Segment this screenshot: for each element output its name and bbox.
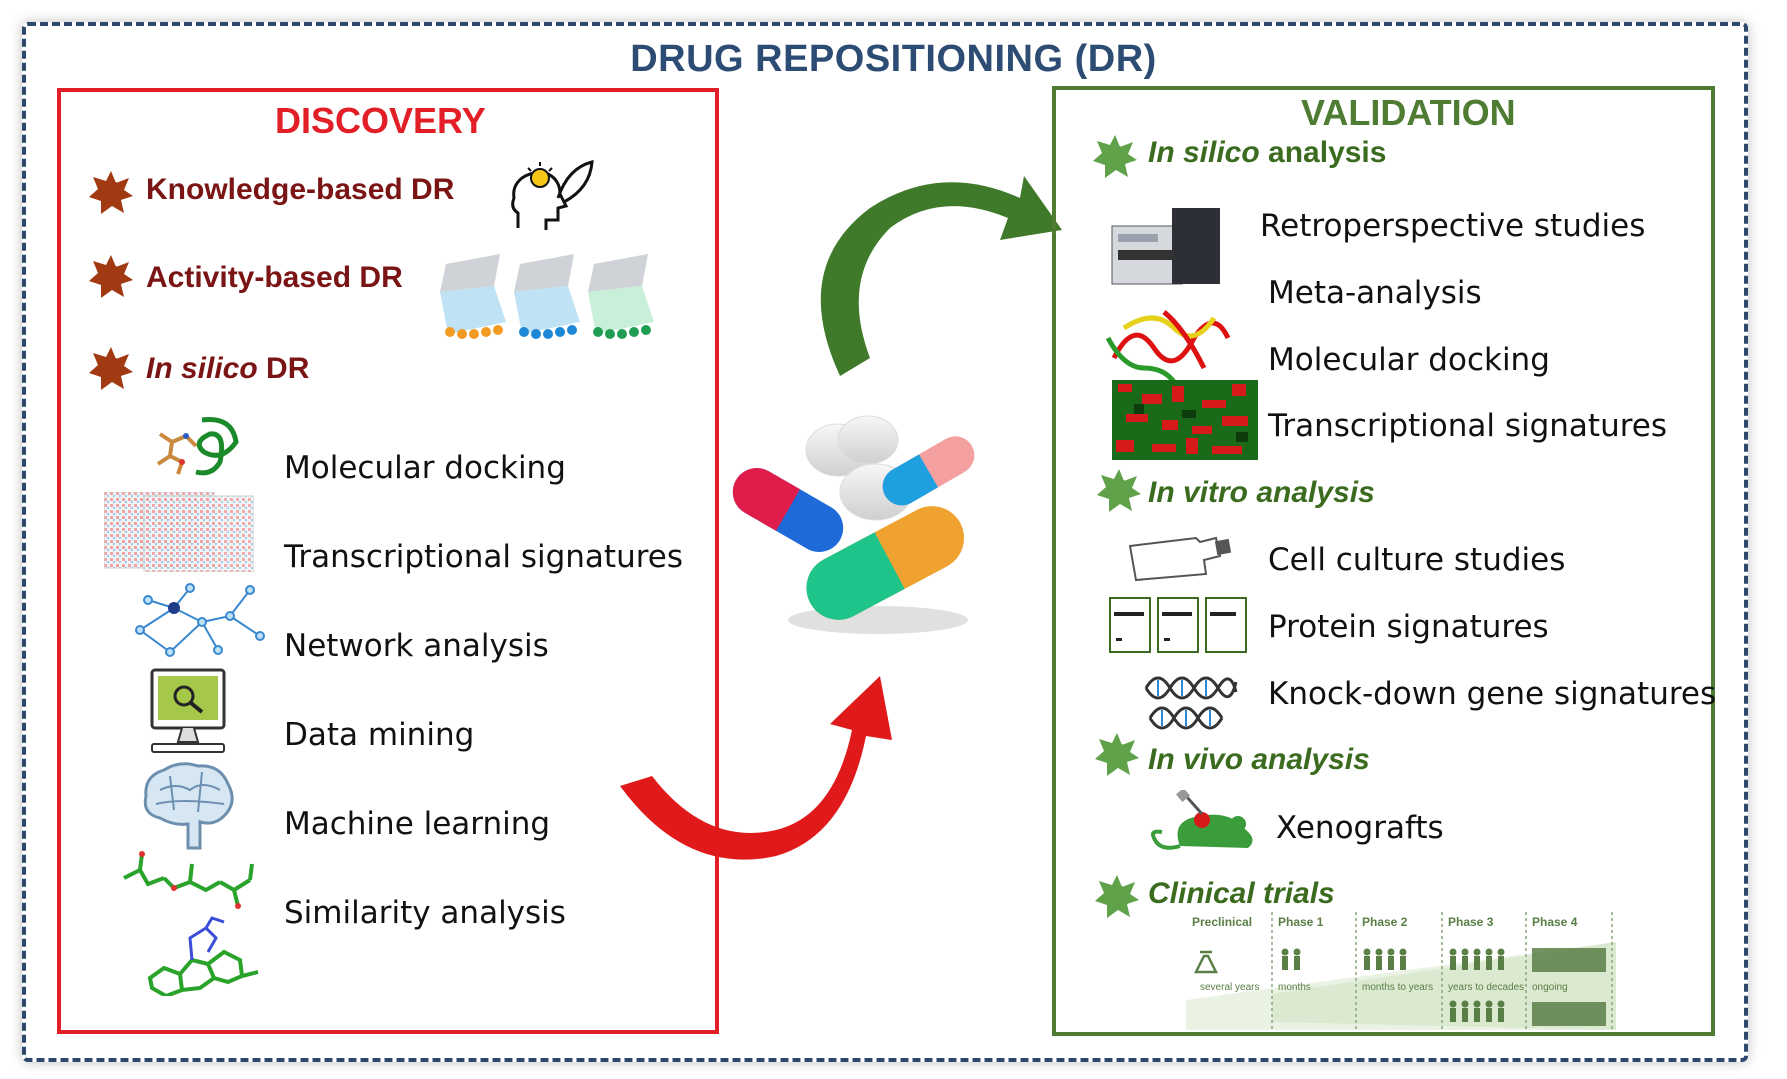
in-silico-dr-heading: In silico DR xyxy=(146,352,310,385)
phase-label: Phase 2 xyxy=(1362,915,1408,929)
knowledge-based-heading: Knowledge-based DR xyxy=(146,173,455,206)
clinical-trials-heading: Clinical trials xyxy=(1148,877,1335,910)
discovery-bullet-star-icon xyxy=(89,171,133,214)
discovery-bullet-star-icon xyxy=(89,347,133,390)
discovery-item-transcriptional-signatures: Transcriptional signatures xyxy=(284,539,684,575)
validation-bullet-star-icon xyxy=(1093,135,1137,178)
discovery-item-network-analysis: Network analysis xyxy=(284,628,549,664)
microplate-screening-icon xyxy=(440,254,654,339)
validation-bullet-star-icon xyxy=(1095,875,1139,918)
validation-item-cell-culture-studies: Cell culture studies xyxy=(1268,542,1566,578)
validation-item-molecular-docking: Molecular docking xyxy=(1268,342,1550,378)
validation-item-protein-signatures: Protein signatures xyxy=(1268,609,1549,645)
phase-label: Phase 1 xyxy=(1278,915,1324,929)
in-vivo-analysis-heading: In vivo analysis xyxy=(1148,743,1370,776)
western-blot-icon xyxy=(1109,597,1247,653)
discovery-bullet-star-icon xyxy=(89,255,133,298)
pills-capsules-icon xyxy=(732,415,975,634)
transcriptional-heatmap-icon xyxy=(104,492,254,572)
validation-item-knock-down-gene-signatures: Knock-down gene signatures xyxy=(1268,676,1717,712)
phase-label: Phase 3 xyxy=(1448,915,1494,929)
discovery-item-machine-learning: Machine learning xyxy=(284,806,551,842)
validation-item-transcriptional-signatures: Transcriptional signatures xyxy=(1268,408,1668,444)
protein-structure-icon xyxy=(1105,310,1231,384)
molecular-similarity-icon xyxy=(123,851,259,996)
network-graph-icon xyxy=(135,583,265,657)
head-lightbulb-icon xyxy=(511,160,594,230)
validation-title: VALIDATION xyxy=(1301,92,1516,133)
phase-duration: ongoing xyxy=(1532,982,1568,993)
discovery-item-data-mining: Data mining xyxy=(284,717,475,753)
validation-bullet-star-icon xyxy=(1097,469,1141,512)
validation-item-meta-analysis: Meta-analysis xyxy=(1268,275,1482,311)
discovery-title: DISCOVERY xyxy=(275,100,486,141)
in-silico-analysis-heading: In silico analysis xyxy=(1148,136,1387,169)
validation-item-xenografts: Xenografts xyxy=(1276,810,1444,846)
brain-circuit-icon xyxy=(143,762,234,850)
phase-label: Phase 4 xyxy=(1532,915,1578,929)
discovery-item-molecular-docking: Molecular docking xyxy=(284,450,566,486)
dna-helix-icon xyxy=(1144,676,1238,730)
computer-monitor-icon xyxy=(150,668,226,753)
validation-item-retroperspective-studies: Retroperspective studies xyxy=(1260,208,1646,244)
phase-duration: months xyxy=(1278,982,1311,993)
in-vitro-analysis-heading: In vitro analysis xyxy=(1148,476,1375,509)
validation-panel xyxy=(1052,86,1715,1036)
cell-culture-flask-icon xyxy=(1128,536,1232,582)
lab-instrument-icon xyxy=(1111,208,1220,285)
discovery-item-similarity-analysis: Similarity analysis xyxy=(284,895,566,931)
phase-duration: several years xyxy=(1200,982,1259,993)
phase-duration: months to years xyxy=(1362,982,1433,993)
activity-based-heading: Activity-based DR xyxy=(146,261,403,294)
outer-dashed-frame xyxy=(22,22,1748,1062)
red-curved-arrow-icon xyxy=(620,676,892,860)
phase-duration: years to decades xyxy=(1448,982,1524,993)
green-curved-arrow-icon xyxy=(820,176,1062,376)
page-title: DRUG REPOSITIONING (DR) xyxy=(630,38,1157,80)
protein-ligand-icon xyxy=(156,416,239,476)
phase-label: Preclinical xyxy=(1192,915,1252,929)
expression-heatmap-icon xyxy=(1112,380,1258,460)
discovery-panel xyxy=(57,88,719,1034)
mouse-xenograft-icon xyxy=(1151,790,1253,850)
clinical-phases-graphic: Preclinical Phase 1 Phase 2 Phase 3 Phas… xyxy=(1186,912,1616,1030)
validation-bullet-star-icon xyxy=(1095,733,1139,776)
